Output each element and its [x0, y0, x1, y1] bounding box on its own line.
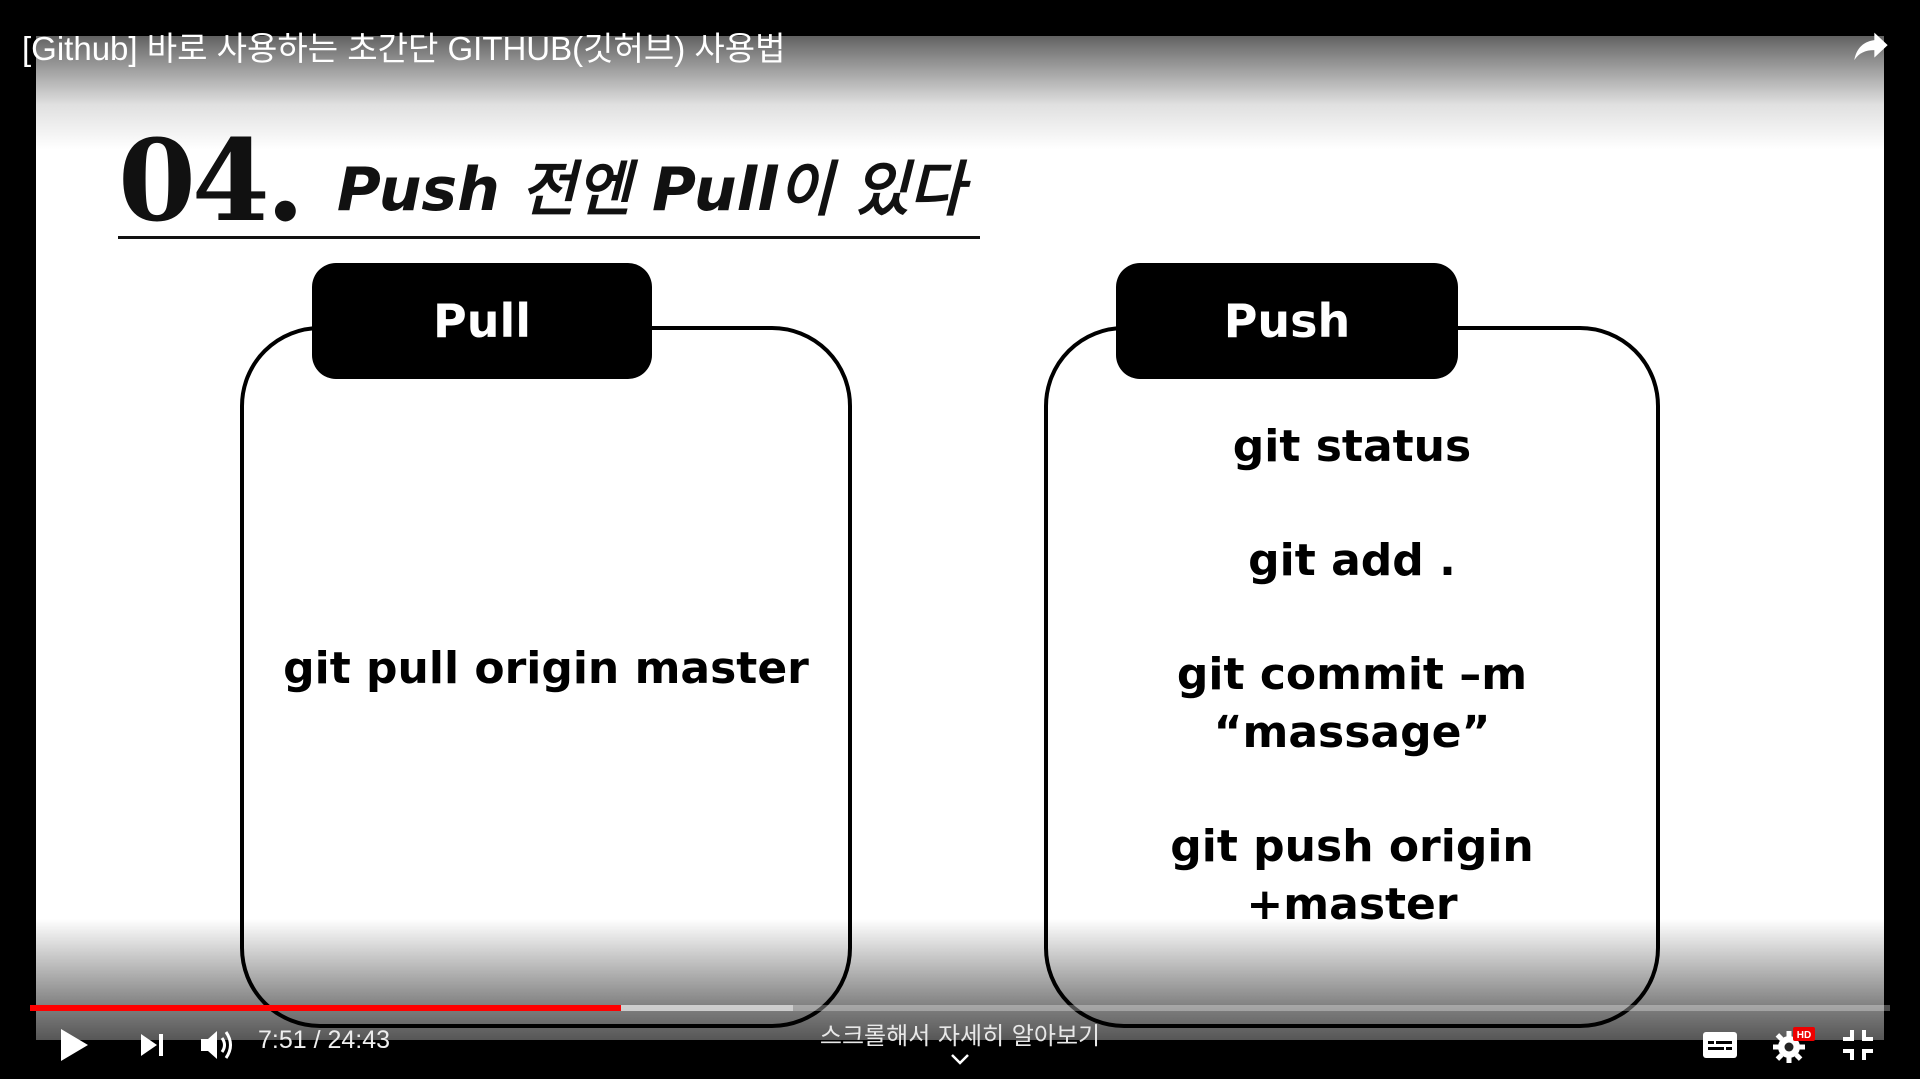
next-icon — [141, 1034, 163, 1056]
push-command-push: git push origin — [1170, 821, 1534, 872]
push-command-commit: git commit –m — [1176, 649, 1528, 700]
volume-icon — [201, 1031, 232, 1059]
video-title[interactable]: [Github] 바로 사용하는 초간단 GITHUB(깃허브) 사용법 — [22, 30, 786, 67]
subtitles-button[interactable] — [1700, 1025, 1740, 1065]
exit-fullscreen-icon — [1843, 1030, 1873, 1060]
settings-icon: HD — [1773, 1027, 1815, 1063]
slide-heading: 04. Push 전엔 Pull이 있다 — [118, 116, 980, 247]
subtitles-icon — [1703, 1032, 1737, 1058]
slide-number: 04. — [118, 116, 305, 247]
chevron-down-icon[interactable] — [948, 1052, 972, 1066]
push-box: git status git add . git commit –m “mass… — [1044, 326, 1660, 1028]
progress-played — [30, 1005, 622, 1011]
push-command-status: git status — [1232, 421, 1472, 472]
slide-content: 04. Push 전엔 Pull이 있다 git pull origin mas… — [36, 36, 1884, 1040]
progress-bar[interactable] — [30, 1005, 1890, 1011]
settings-button[interactable]: HD — [1770, 1025, 1818, 1065]
push-tab-label: Push — [1116, 263, 1458, 379]
push-command-add: git add . — [1248, 535, 1456, 586]
push-command-commit-message: “massage” — [1213, 707, 1491, 758]
pull-tab-label: Pull — [312, 263, 652, 379]
next-button[interactable] — [130, 1025, 174, 1065]
scroll-hint[interactable]: 스크롤해서 자세히 알아보기 — [819, 1022, 1101, 1050]
hd-badge: HD — [1797, 1030, 1811, 1041]
time-display: 7:51 / 24:43 — [258, 1026, 391, 1054]
volume-button[interactable] — [194, 1025, 242, 1065]
pull-box: git pull origin master — [240, 326, 852, 1028]
slide-title: Push 전엔 Pull이 있다 — [336, 155, 965, 225]
push-command-push-branch: +master — [1246, 879, 1458, 930]
play-button[interactable] — [52, 1025, 96, 1065]
exit-fullscreen-button[interactable] — [1836, 1025, 1880, 1065]
pull-command: git pull origin master — [283, 643, 809, 694]
play-icon — [61, 1029, 88, 1061]
share-icon[interactable] — [1850, 26, 1892, 66]
